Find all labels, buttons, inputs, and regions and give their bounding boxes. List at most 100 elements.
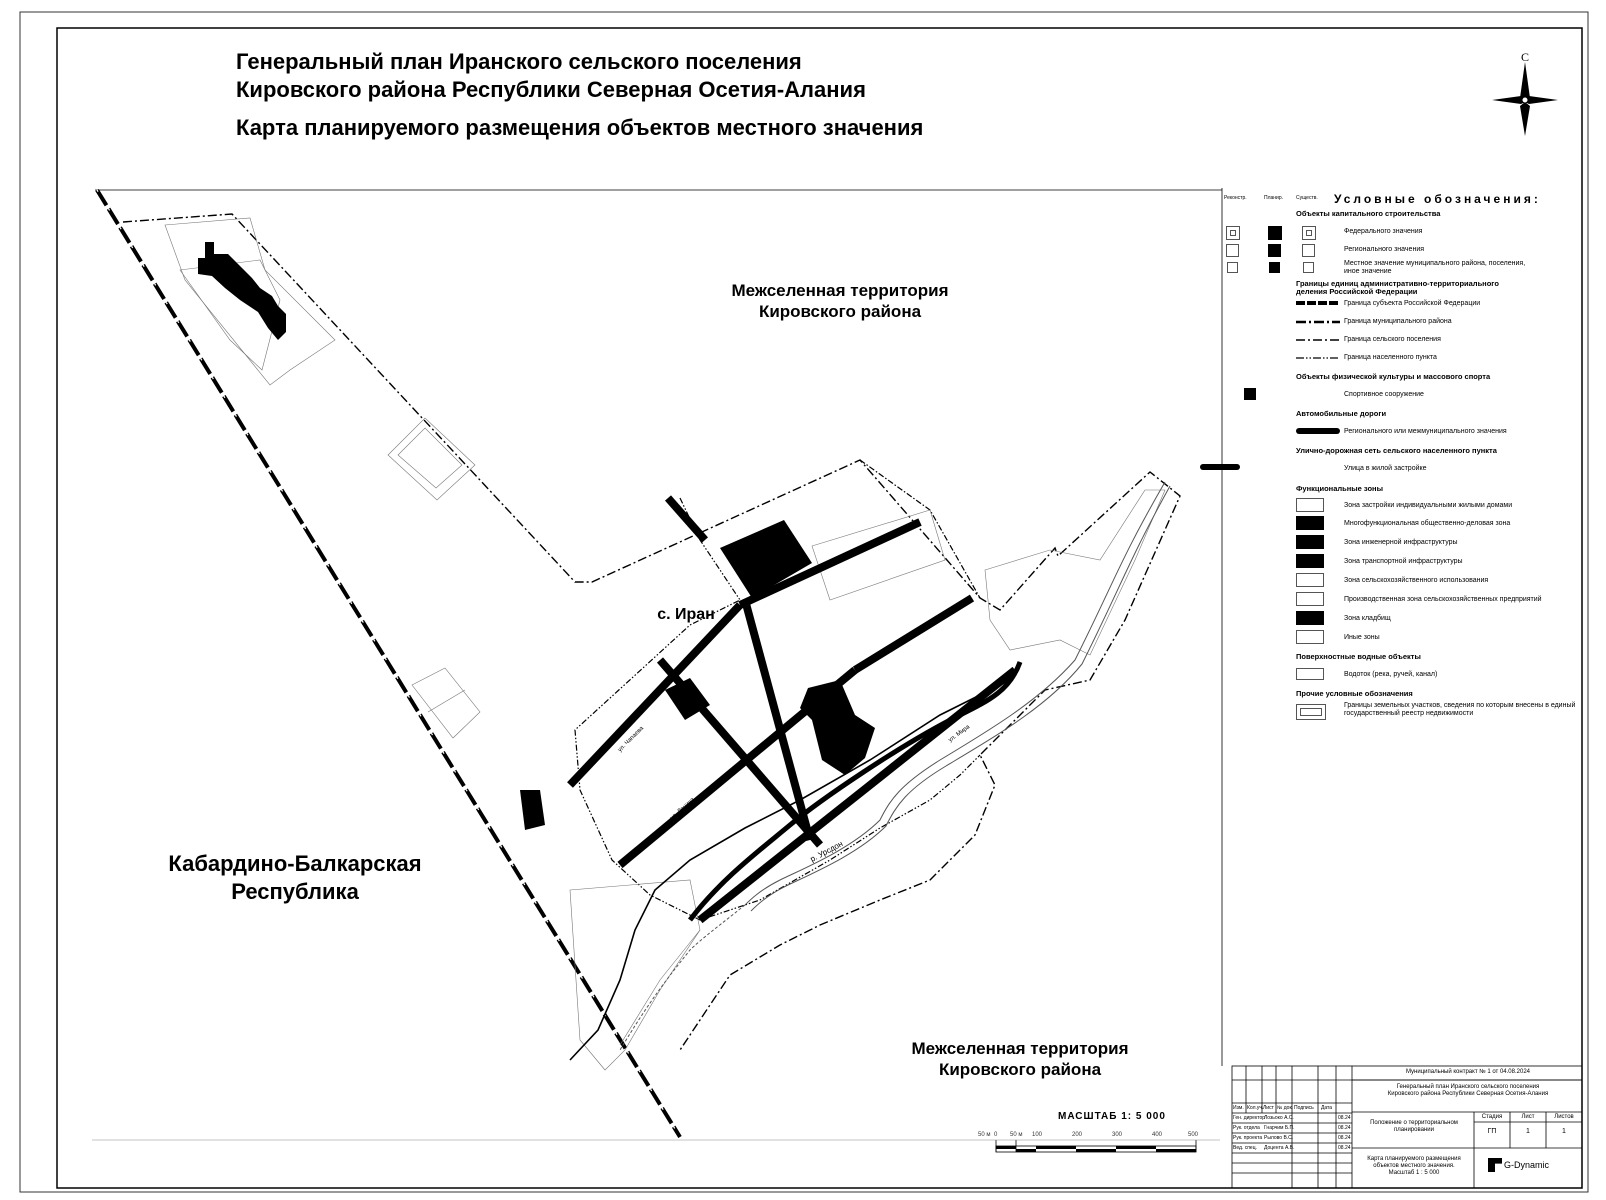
stamp-person: Доцента А.В. <box>1264 1145 1295 1151</box>
stamp-role: Ген. директор <box>1233 1115 1266 1121</box>
legend-item: Границы земельных участков, сведения по … <box>1344 702 1576 718</box>
scale-bar <box>995 1140 1197 1153</box>
legend-item: Граница сельского поселения <box>1344 336 1441 343</box>
map-title-line-2: Кировского района Республики Северная Ос… <box>236 77 866 102</box>
stamp-role: Рук. отдела <box>1233 1125 1260 1131</box>
stamp-date: 08.24 <box>1338 1135 1351 1141</box>
legend-symbol <box>1302 226 1316 240</box>
legend-swatch <box>1296 611 1324 625</box>
legend-column-planned: Планир. <box>1264 195 1284 201</box>
legend-symbol <box>1302 244 1315 257</box>
planned-objects <box>198 242 875 830</box>
company-logo-icon <box>1488 1158 1502 1172</box>
legend-section-title: Улично-дорожная сеть сельского населенно… <box>1296 446 1497 455</box>
stamp-col: Кол.уч. <box>1247 1105 1264 1111</box>
stamp-stage: ГП <box>1487 1128 1497 1135</box>
river <box>744 481 1166 906</box>
legend-symbol <box>1244 388 1256 400</box>
legend-swatch <box>1296 592 1324 606</box>
legend-section-title: Объекты капитального строительства <box>1296 209 1441 218</box>
legend-item: Спортивное сооружение <box>1344 391 1424 398</box>
stamp-col: Лист <box>1263 1105 1274 1111</box>
stamp-project-line: Генеральный план Иранского сельского пос… <box>1396 1084 1540 1090</box>
legend-item: Водоток (река, ручей, канал) <box>1344 671 1438 678</box>
stamp-date: 08.24 <box>1338 1145 1351 1151</box>
legend-swatch <box>1296 516 1324 530</box>
stamp-project-line: Кировского района Республики Северная Ос… <box>1387 1090 1549 1097</box>
legend: Реконстр. Планир. Существ. Условные обоз… <box>1200 190 1584 750</box>
scale-tick: 100 <box>1032 1132 1043 1138</box>
outer-frame <box>19 11 1589 1193</box>
legend-item: Граница субъекта Российской Федерации <box>1344 300 1481 307</box>
label-line: Межселенная территория <box>911 1039 1129 1058</box>
stamp-project: Генеральный план Иранского сельского пос… <box>1354 1084 1582 1098</box>
map-title-line-1: Генеральный план Иранского сельского пос… <box>236 49 802 74</box>
stamp-sheet-title-line: объектов местного значения. <box>1373 1162 1455 1169</box>
legend-swatch <box>1296 573 1324 587</box>
locality-boundary <box>574 497 981 921</box>
stamp-sheet-title-line: Масштаб 1 : 5 000 <box>1388 1169 1440 1176</box>
legend-item: Многофункциональная общественно-деловая … <box>1344 520 1511 527</box>
stamp-col: Изм. <box>1233 1105 1244 1111</box>
stamp-col: Подпись <box>1294 1105 1314 1111</box>
legend-column-reconstruction: Реконстр. <box>1224 195 1247 201</box>
regional-road <box>688 661 1023 922</box>
legend-swatch <box>1296 535 1324 549</box>
legend-section-title: Автомобильные дороги <box>1296 409 1387 418</box>
stamp-date: 08.24 <box>1338 1115 1351 1121</box>
scale-tick: 50 м <box>978 1132 991 1138</box>
label-line: Кировского района <box>938 1060 1102 1080</box>
title-block-text: Муниципальный контракт № 1 от 04.08.2024… <box>1232 1066 1582 1188</box>
stamp-volume-line: планировании <box>1394 1126 1434 1133</box>
legend-swatch <box>1296 704 1326 720</box>
scale-tick: 300 <box>1112 1132 1123 1138</box>
compass-rose <box>1492 62 1558 136</box>
legend-item: Производственная зона сельскохозяйственн… <box>1344 596 1542 603</box>
label-settlement-iran: с. Иран <box>657 606 715 623</box>
street-label: ул. Мира <box>948 724 972 744</box>
title-block <box>1231 1065 1583 1189</box>
label-line: Межселенная территория <box>731 281 949 300</box>
legend-section-title: Прочие условные обозначения <box>1296 689 1413 698</box>
legend-line-symbol <box>1296 428 1340 434</box>
label-line: Кировского района <box>758 302 922 322</box>
stamp-contract: Муниципальный контракт № 1 от 04.08.2024 <box>1405 1069 1530 1075</box>
label-line: Кабардино-Балкарская <box>168 851 422 876</box>
stamp-sheet-title-line: Карта планируемого размещения <box>1367 1156 1461 1162</box>
legend-symbol <box>1269 262 1280 273</box>
legend-line-symbol <box>1296 301 1340 305</box>
legend-item: Зона инженерной инфраструктуры <box>1344 539 1458 546</box>
stamp-volume-line: Положение о территориальном <box>1370 1120 1458 1126</box>
legend-item: Улица в жилой застройке <box>1344 465 1427 472</box>
stamp-sheets: 1 <box>1562 1128 1566 1135</box>
legend-swatch <box>1296 498 1324 512</box>
legend-section-title: Поверхностные водные объекты <box>1296 652 1421 661</box>
legend-item: Федерального значения <box>1344 228 1423 235</box>
legend-swatch <box>1296 554 1324 568</box>
legend-item: Зона застройки индивидуальными жилыми до… <box>1344 502 1513 509</box>
legend-item: Местное значение муниципального района, … <box>1344 260 1526 276</box>
legend-line-symbol <box>1200 464 1240 470</box>
stamp-volume: Положение о территориальном планировании <box>1354 1120 1474 1134</box>
scale-tick: 500 <box>1188 1132 1199 1138</box>
inner-frame <box>56 27 1583 1189</box>
legend-line-symbol <box>1296 357 1340 359</box>
legend-section-title: Функциональные зоны <box>1296 484 1383 493</box>
map-area[interactable]: р. Урсдон ул. Чапаева ул. Ленина ул. Мир… <box>95 188 1222 1139</box>
legend-item: Зона сельскохозяйственного использования <box>1344 577 1489 584</box>
legend-item: Зона кладбищ <box>1344 615 1391 622</box>
legend-symbol <box>1226 226 1240 240</box>
legend-line-symbol <box>1296 339 1340 341</box>
stamp-date: 08.24 <box>1338 1125 1351 1131</box>
legend-item: Граница населенного пункта <box>1344 354 1437 361</box>
legend-title: Условные обозначения: <box>1334 192 1541 206</box>
legend-swatch <box>1296 630 1324 644</box>
legend-symbol <box>1303 262 1314 273</box>
legend-symbol <box>1226 244 1239 257</box>
legend-symbol <box>1268 244 1281 257</box>
regional-road-edge <box>569 661 1021 1061</box>
legend-item: Иные зоны <box>1344 634 1380 641</box>
settlement-boundary <box>122 213 1181 1051</box>
legend-item: Зона транспортной инфраструктуры <box>1344 558 1463 565</box>
